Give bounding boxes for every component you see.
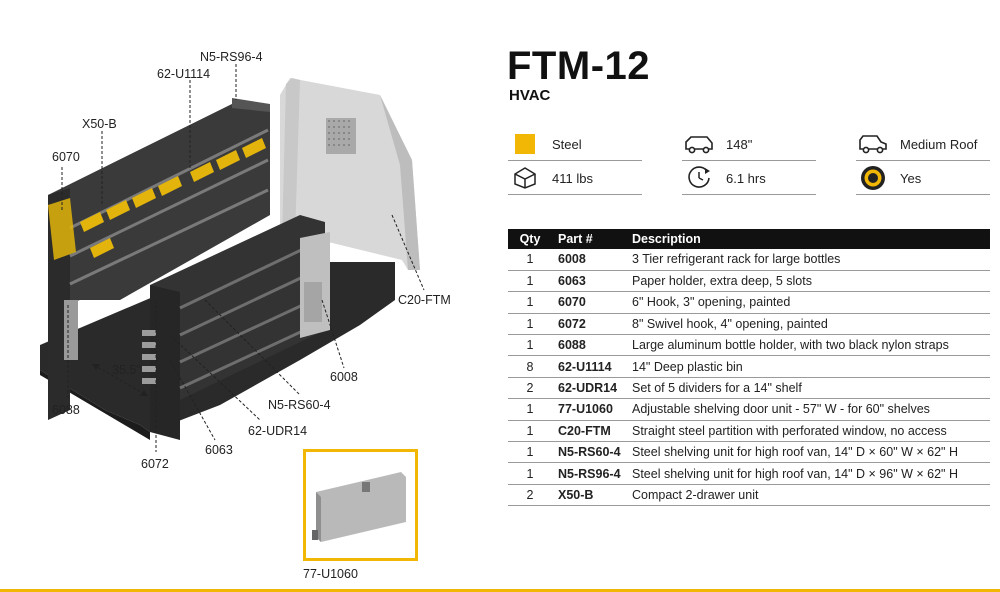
qty-cell: 1 xyxy=(508,270,552,293)
callout-label: X50-B xyxy=(82,117,117,131)
part-cell: C20-FTM xyxy=(552,420,628,443)
description-cell: 3 Tier refrigerant rack for large bottle… xyxy=(628,249,990,271)
callout-label: C20-FTM xyxy=(398,293,451,307)
qty-cell: 1 xyxy=(508,462,552,485)
shelving-render xyxy=(40,64,425,452)
description-cell: Compact 2-drawer unit xyxy=(628,484,990,507)
description-cell: Paper holder, extra deep, 5 slots xyxy=(628,270,990,293)
door-unit-render xyxy=(312,472,406,542)
qty-cell: 1 xyxy=(508,441,552,464)
part-cell: 6008 xyxy=(552,249,628,271)
callout-label: N5-RS96-4 xyxy=(200,50,263,64)
column-header-qty: Qty xyxy=(508,229,552,249)
callout-label: N5-RS60-4 xyxy=(268,398,331,412)
description-cell: Straight steel partition with perforated… xyxy=(628,420,990,443)
certified-badge-icon xyxy=(856,165,890,191)
spec-install-time: 6.1 hrs xyxy=(682,162,816,195)
description-cell: Large aluminum bottle holder, with two b… xyxy=(628,334,990,357)
qty-cell: 1 xyxy=(508,291,552,314)
part-cell: N5-RS96-4 xyxy=(552,462,628,485)
description-cell: 14" Deep plastic bin xyxy=(628,355,990,378)
spec-value: 411 lbs xyxy=(552,170,593,186)
weight-icon xyxy=(508,165,542,191)
callout-label: 6070 xyxy=(52,150,80,164)
callout-label: 62-UDR14 xyxy=(248,424,308,438)
spec-wheelbase: 148" xyxy=(682,128,816,161)
steel-swatch-icon xyxy=(508,131,542,157)
description-cell: 6" Hook, 3" opening, painted xyxy=(628,291,990,314)
dimension-label: 35.5" xyxy=(112,363,141,377)
qty-cell: 2 xyxy=(508,484,552,507)
qty-cell: 1 xyxy=(508,313,552,336)
van-roof-icon xyxy=(856,131,890,157)
spec-roof: Medium Roof xyxy=(856,128,990,161)
part-cell: 6072 xyxy=(552,313,628,336)
door-unit-inset xyxy=(303,449,418,561)
qty-cell: 2 xyxy=(508,377,552,400)
part-cell: 6088 xyxy=(552,334,628,357)
part-cell: 62-UDR14 xyxy=(552,377,628,400)
part-cell: N5-RS60-4 xyxy=(552,441,628,464)
part-cell: X50-B xyxy=(552,484,628,507)
inset-label: 77-U1060 xyxy=(303,567,358,581)
qty-cell: 1 xyxy=(508,420,552,443)
description-cell: Adjustable shelving door unit - 57" W - … xyxy=(628,398,990,421)
callout-label: 6063 xyxy=(205,443,233,457)
part-cell: 6070 xyxy=(552,291,628,314)
product-subtitle: HVAC xyxy=(509,87,551,104)
clock-icon xyxy=(682,165,716,191)
description-cell: Set of 5 dividers for a 14" shelf xyxy=(628,377,990,400)
product-title: FTM-12 xyxy=(507,44,650,88)
accent-rule xyxy=(0,589,1000,592)
table-header: Qty Part # Description xyxy=(508,229,990,249)
spec-value: 148" xyxy=(726,136,753,152)
part-cell: 62-U1114 xyxy=(552,355,628,378)
spec-value: Yes xyxy=(900,170,922,186)
description-cell: 8" Swivel hook, 4" opening, painted xyxy=(628,313,990,336)
callout-label: 6072 xyxy=(141,457,169,471)
callout-label: 6088 xyxy=(52,403,80,417)
spec-value: Steel xyxy=(552,136,582,152)
qty-cell: 1 xyxy=(508,249,552,271)
part-cell: 77-U1060 xyxy=(552,398,628,421)
callout-label: 62-U1114 xyxy=(157,67,211,81)
qty-cell: 8 xyxy=(508,355,552,378)
column-header-part: Part # xyxy=(552,229,628,249)
spec-weight: 411 lbs xyxy=(508,162,642,195)
spec-material: Steel xyxy=(508,128,642,161)
callout-label: 6008 xyxy=(330,370,358,384)
qty-cell: 1 xyxy=(508,398,552,421)
description-cell: Steel shelving unit for high roof van, 1… xyxy=(628,441,990,464)
column-header-description: Description xyxy=(628,229,990,249)
description-cell: Steel shelving unit for high roof van, 1… xyxy=(628,462,990,485)
spec-value: 6.1 hrs xyxy=(726,170,766,186)
van-shelving-illustration: N5-RS96-4 62-U1114 X50-B 6070 C20-FTM 35… xyxy=(0,0,480,592)
spec-value: Medium Roof xyxy=(900,136,978,152)
spec-certified: Yes xyxy=(856,162,990,195)
van-length-icon xyxy=(682,131,716,157)
qty-cell: 1 xyxy=(508,334,552,357)
part-cell: 6063 xyxy=(552,270,628,293)
